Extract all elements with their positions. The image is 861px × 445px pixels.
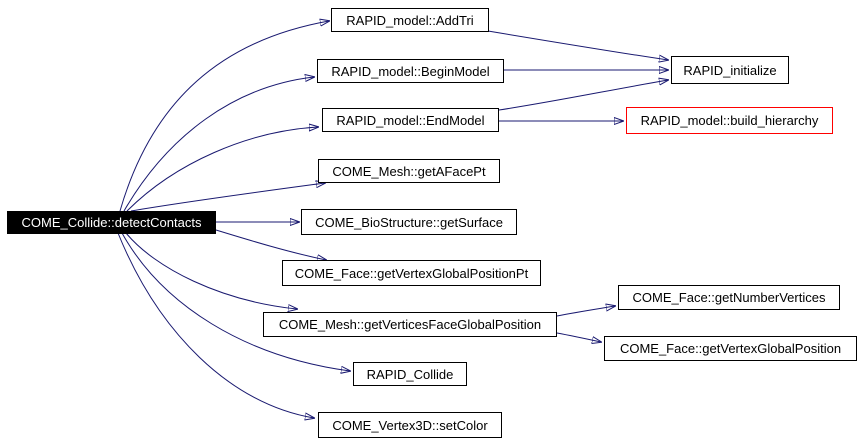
edge-detectContacts-setColor	[117, 232, 314, 418]
node-rapid-model-addtri[interactable]: RAPID_model::AddTri	[331, 8, 489, 32]
edge-addTri-rapidInitialize	[487, 30, 668, 60]
node-rapid-initialize[interactable]: RAPID_initialize	[671, 56, 789, 84]
edge-detectContacts-getVertexGlobalPositionPt	[215, 229, 326, 260]
node-rapid-collide[interactable]: RAPID_Collide	[353, 362, 467, 386]
node-rapid-model-build-hierarchy[interactable]: RAPID_model::build_hierarchy	[626, 107, 833, 134]
node-come-face-getnumbervertices[interactable]: COME_Face::getNumberVertices	[618, 285, 840, 310]
edge-detectContacts-endModel	[126, 127, 318, 212]
node-come-face-getvertexglobalposition[interactable]: COME_Face::getVertexGlobalPosition	[604, 336, 857, 361]
edge-detectContacts-getAFacePt	[130, 183, 325, 212]
node-come-mesh-getverticesfaceglobalposition[interactable]: COME_Mesh::getVerticesFaceGlobalPosition	[263, 312, 557, 337]
edge-detectContacts-getVerticesFaceGlobalPosition	[125, 232, 297, 309]
node-come-mesh-getafacept[interactable]: COME_Mesh::getAFacePt	[318, 159, 500, 183]
edge-getVerticesFaceGlobalPosition-getVertexGlobalPosition	[556, 332, 601, 342]
edge-detectContacts-addTri	[119, 21, 329, 212]
edge-detectContacts-beginModel	[123, 77, 314, 212]
edge-detectContacts-rapidCollide	[121, 232, 350, 371]
node-come-face-getvertexglobalpositionpt[interactable]: COME_Face::getVertexGlobalPositionPt	[282, 260, 541, 286]
edge-endModel-rapidInitialize	[498, 80, 668, 111]
node-come-biostructure-getsurface[interactable]: COME_BioStructure::getSurface	[301, 209, 517, 235]
edge-getVerticesFaceGlobalPosition-getNumberVertices	[556, 306, 615, 317]
node-rapid-model-endmodel[interactable]: RAPID_model::EndModel	[322, 108, 499, 132]
node-detect-contacts: COME_Collide::detectContacts	[7, 211, 216, 234]
node-rapid-model-beginmodel[interactable]: RAPID_model::BeginModel	[317, 59, 504, 83]
node-come-vertex3d-setcolor[interactable]: COME_Vertex3D::setColor	[318, 412, 502, 438]
